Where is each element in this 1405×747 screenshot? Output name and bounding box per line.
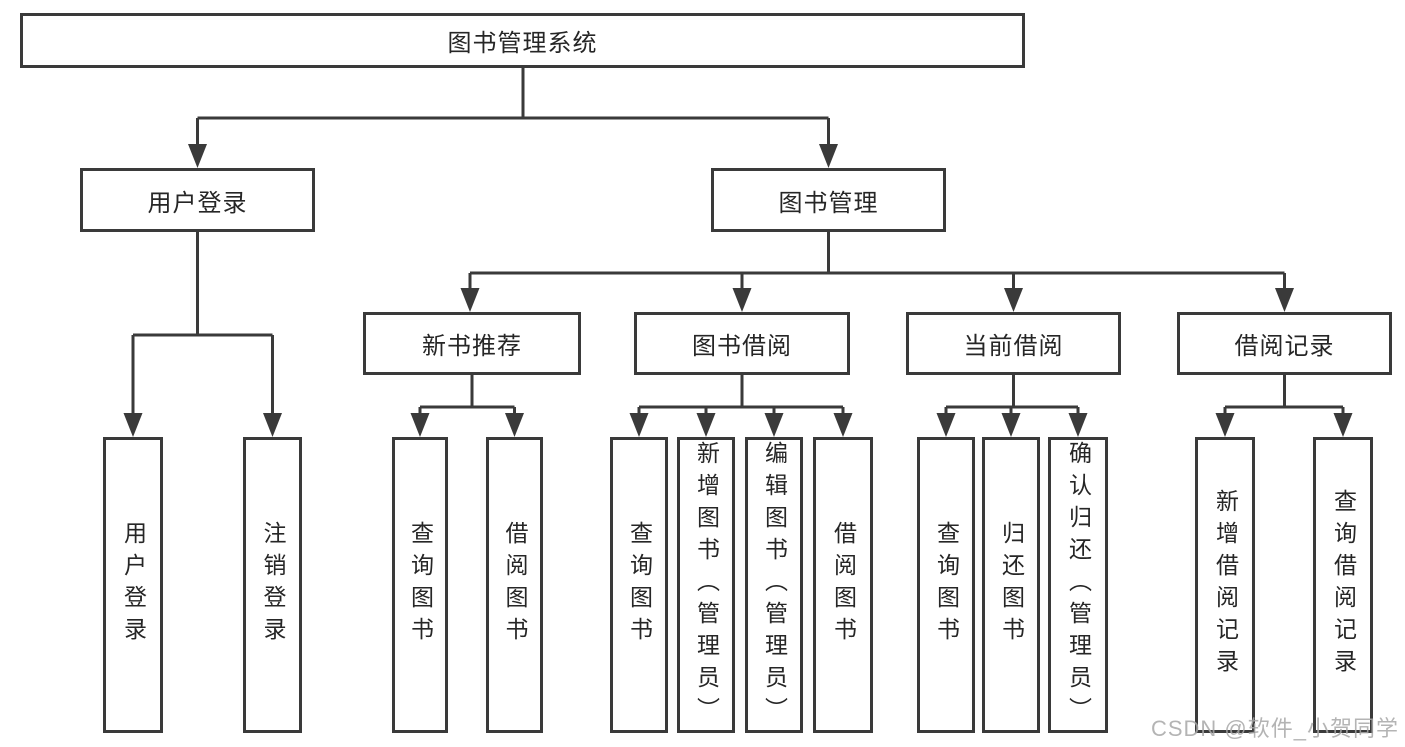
leaf-borrow-books: 借阅图书 (813, 437, 873, 733)
node-label: 用户登录 (147, 189, 248, 217)
node-user-login: 用户登录 (80, 168, 315, 232)
node-label: 图书管理 (778, 189, 879, 217)
node-label: 查询图书 (933, 521, 960, 649)
leaf-borrow-books-recommend: 借阅图书 (486, 437, 543, 733)
node-label: 查询借阅记录 (1330, 489, 1357, 681)
watermark: CSDN @软件_小贺同学 (1150, 716, 1399, 741)
node-label: 借阅图书 (830, 521, 857, 649)
leaf-edit-book-admin: 编辑图书（管理员） (745, 437, 803, 733)
node-book-borrow: 图书借阅 (634, 312, 850, 375)
node-label: 新增借阅记录 (1212, 489, 1239, 681)
node-label: 归还图书 (998, 521, 1025, 649)
node-book-management: 图书管理 (711, 168, 946, 232)
node-label: 图书借阅 (692, 333, 792, 360)
node-new-book-recommend: 新书推荐 (363, 312, 581, 375)
leaf-add-book-admin: 新增图书（管理员） (677, 437, 735, 733)
node-label: 查询图书 (407, 521, 434, 649)
node-label: 新书推荐 (422, 333, 522, 360)
leaf-add-borrow-record: 新增借阅记录 (1195, 437, 1255, 733)
leaf-query-books-current: 查询图书 (917, 437, 975, 733)
node-label: 借阅记录 (1234, 333, 1335, 360)
node-label: 新增图书（管理员） (693, 441, 720, 729)
node-borrow-records: 借阅记录 (1177, 312, 1392, 375)
node-label: 借阅图书 (502, 521, 528, 649)
node-label: 注销登录 (260, 521, 286, 649)
leaf-user-login: 用户登录 (103, 437, 163, 733)
leaf-return-book: 归还图书 (982, 437, 1040, 733)
node-label: 编辑图书（管理员） (761, 441, 788, 729)
node-label: 当前借阅 (963, 333, 1064, 360)
node-label: 用户登录 (120, 521, 147, 649)
node-label: 查询图书 (626, 521, 653, 649)
node-root: 图书管理系统 (20, 13, 1025, 68)
leaf-query-borrow-record: 查询借阅记录 (1313, 437, 1373, 733)
leaf-logout: 注销登录 (243, 437, 302, 733)
leaf-confirm-return-admin: 确认归还（管理员） (1048, 437, 1108, 733)
leaf-query-books-recommend: 查询图书 (392, 437, 448, 733)
node-label: 确认归还（管理员） (1065, 441, 1092, 729)
node-current-borrow: 当前借阅 (906, 312, 1121, 375)
leaf-query-books-borrow: 查询图书 (610, 437, 668, 733)
node-label: 图书管理系统 (447, 30, 598, 57)
